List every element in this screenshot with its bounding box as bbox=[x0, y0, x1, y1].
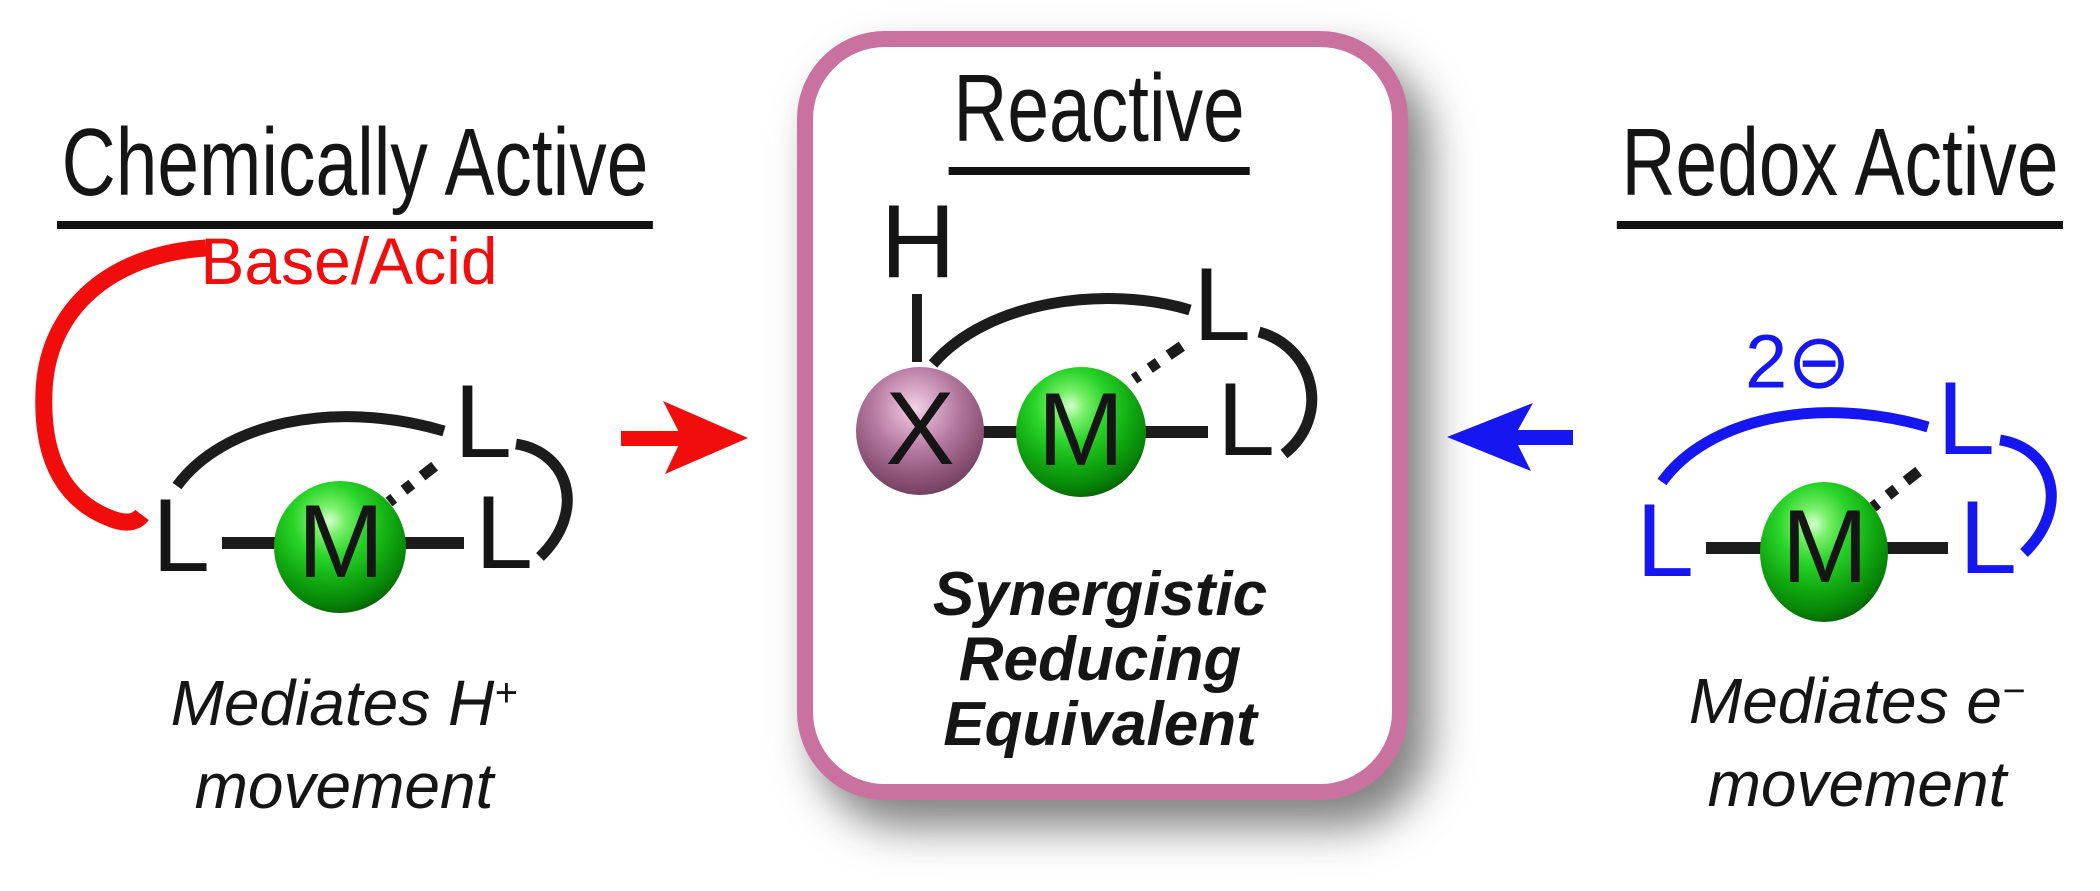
dashed-bond bbox=[385, 453, 449, 507]
center-panel-title: Reactive bbox=[948, 61, 1250, 175]
x-sphere bbox=[856, 367, 984, 495]
ligand-label: L bbox=[1937, 360, 1995, 477]
dashed-bond bbox=[1130, 337, 1192, 384]
redox-arc-right bbox=[1998, 434, 2057, 557]
ligand-label: L bbox=[1193, 246, 1251, 363]
caption-line3: Equivalent bbox=[943, 690, 1257, 759]
caption-line2: movement bbox=[194, 750, 494, 823]
metal-label: M bbox=[297, 483, 385, 600]
metal-sphere bbox=[274, 481, 406, 613]
metal-label: M bbox=[1037, 371, 1125, 488]
caption-superscript: − bbox=[2001, 669, 2026, 713]
left-molecule bbox=[35, 239, 573, 613]
base-acid-arc bbox=[35, 239, 207, 531]
center-molecule bbox=[856, 293, 1318, 497]
chelate-arc-right bbox=[514, 438, 573, 561]
right-panel-title: Redox Active bbox=[1616, 115, 2064, 229]
metal-sphere bbox=[1760, 482, 1888, 622]
redox-arc-top bbox=[1657, 407, 1930, 486]
caption-line1: Synergistic bbox=[932, 560, 1268, 629]
metal-label: M bbox=[1781, 488, 1869, 605]
arrow-tail bbox=[1509, 430, 1573, 445]
reaction-arrow-left bbox=[1447, 403, 1573, 471]
ligand-label: L bbox=[1636, 482, 1694, 599]
arrow-head bbox=[1447, 403, 1533, 471]
caption-line2: movement bbox=[1707, 748, 2007, 821]
chelate-arc-top bbox=[928, 293, 1192, 368]
chelate-arc-right bbox=[1257, 326, 1318, 459]
x-group-label: X bbox=[885, 370, 955, 487]
left-caption: Mediates H+ movement bbox=[171, 652, 518, 828]
arrow-head bbox=[663, 401, 748, 474]
chelate-arc-top bbox=[172, 411, 446, 490]
right-caption: Mediates e− movement bbox=[1689, 650, 2025, 826]
metal-sphere bbox=[1016, 367, 1146, 497]
ligand-label: L bbox=[1217, 361, 1275, 478]
caption-line1: Mediates H bbox=[170, 667, 495, 740]
reaction-arrow-right bbox=[621, 401, 748, 474]
left-panel-title: Chemically Active bbox=[56, 115, 654, 229]
dashed-bond bbox=[1869, 458, 1933, 512]
ligand-label: L bbox=[152, 477, 210, 594]
right-molecule bbox=[1657, 407, 2057, 622]
caption-line2: Reducing bbox=[958, 625, 1242, 694]
ligand-label: L bbox=[1959, 479, 2017, 596]
base-acid-label: Base/Acid bbox=[200, 224, 498, 298]
hydrogen-label: H bbox=[880, 183, 956, 300]
ligand-label: L bbox=[454, 363, 512, 480]
arrow-tail bbox=[621, 431, 685, 446]
caption-line1: Mediates e bbox=[1688, 665, 2002, 738]
center-caption: Synergistic Reducing Equivalent bbox=[933, 562, 1267, 757]
ligand-label: L bbox=[475, 474, 533, 591]
caption-superscript: + bbox=[494, 671, 518, 715]
charge-label: 2⊖ bbox=[1745, 319, 1851, 405]
